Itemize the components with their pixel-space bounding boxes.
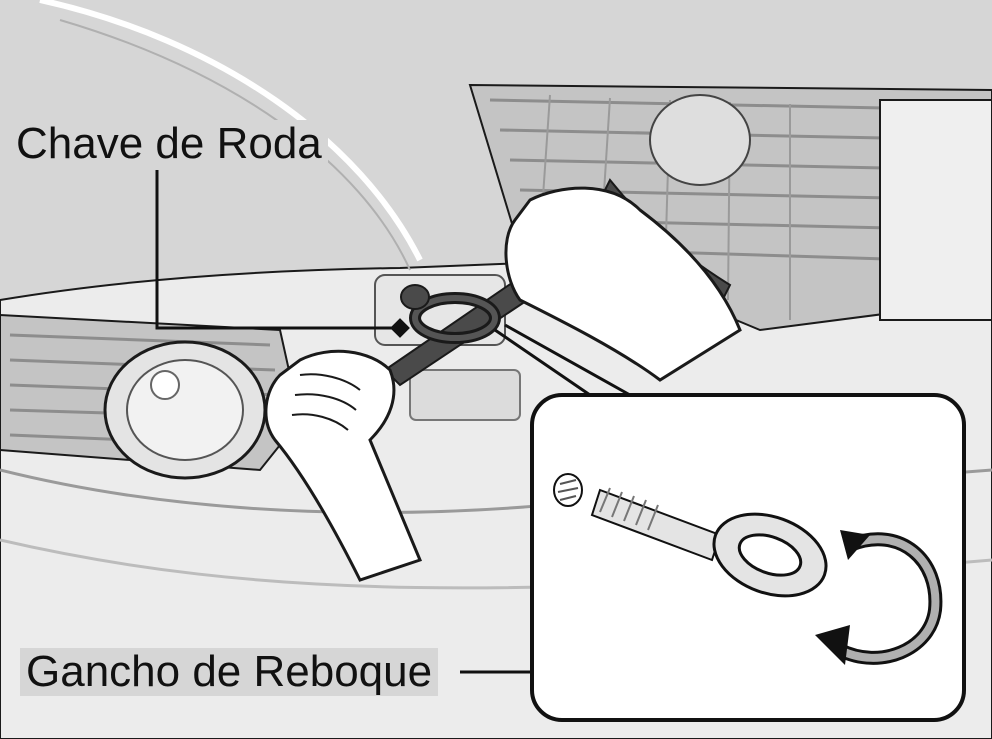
wheel-wrench-label: Chave de Roda <box>10 120 328 168</box>
rotation-arrow-icon <box>815 530 943 665</box>
wrench-leader-line <box>155 170 400 330</box>
wrench-pointer <box>390 318 410 338</box>
inset-connector <box>494 323 631 397</box>
lower-grille-fog-lamp <box>0 313 302 480</box>
hands <box>264 186 742 582</box>
tow-hook-label: Gancho de Reboque <box>20 648 439 696</box>
tow-hook-detail-inset <box>530 393 966 722</box>
